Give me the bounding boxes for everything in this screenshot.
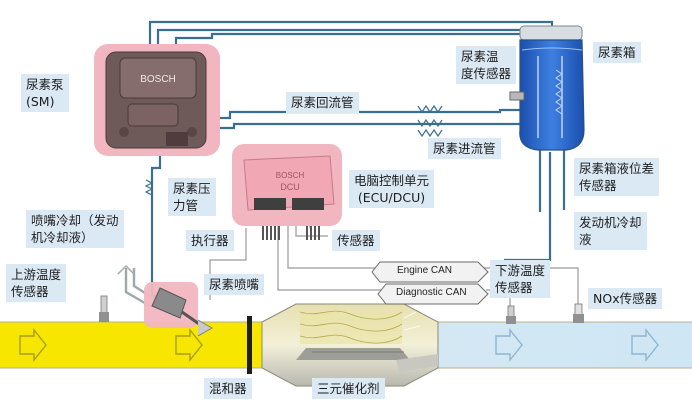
line-connector (144, 104, 443, 196)
diagnostic-can-label: Diagnostic CAN (396, 287, 467, 298)
label-feed-line: 尿素进流管 (428, 138, 501, 159)
label-urea-nozzle: 尿素喷嘴 (204, 274, 265, 295)
engine-can-label: Engine CAN (397, 265, 453, 276)
mixer-plate (247, 316, 252, 374)
nox-sensor-probe (573, 303, 584, 323)
pump-brand-mark: BOSCH (140, 74, 176, 85)
urea-tank (509, 25, 585, 151)
label-nox-sensor: NOx传感器 (588, 288, 663, 309)
ecu-brand-mark: BOSCH (276, 171, 305, 180)
label-urea-tank: 尿素箱 (593, 42, 641, 63)
label-downstream-temp-sensor: 下游温度 传感器 (490, 260, 551, 298)
catalyst-body (261, 303, 439, 387)
label-nozzle-cooling: 喷嘴冷却（发动 机冷却液） (26, 210, 124, 248)
flow-arrow (175, 328, 203, 362)
flow-arrow (495, 328, 523, 362)
label-tank-level-sensor: 尿素箱液位差 传感器 (574, 158, 660, 196)
flow-arrow (631, 328, 659, 362)
can-bus-shapes (371, 261, 489, 305)
label-mixer: 混和器 (204, 378, 252, 399)
urea-pump: BOSCH (94, 44, 220, 156)
label-upstream-temp-sensor: 上游温度 传感器 (6, 264, 67, 302)
ecu-model-mark: DCU (280, 182, 300, 192)
ecu-unit: BOSCH DCU (232, 144, 342, 226)
label-catalyst: 三元催化剂 (312, 378, 385, 399)
downstream-temp-sensor-probe (506, 305, 516, 324)
label-urea-pump: 尿素泵 (SM) (21, 74, 69, 112)
label-sensor: 传感器 (332, 230, 380, 251)
upstream-temp-sensor-probe (99, 295, 109, 322)
label-engine-coolant: 发动机冷却 液 (574, 212, 647, 250)
label-return-line: 尿素回流管 (286, 92, 359, 113)
ecu-pins (262, 226, 320, 240)
urea-nozzle-device (144, 282, 213, 337)
label-urea-temp-sensor: 尿素温 度传感器 (456, 46, 517, 84)
label-urea-pressure-line: 尿素压 力管 (168, 178, 216, 216)
label-ecu: 电脑控制单元 (ECU/DCU) (349, 170, 435, 208)
flow-arrow (19, 328, 47, 362)
label-actuator: 执行器 (186, 230, 234, 251)
